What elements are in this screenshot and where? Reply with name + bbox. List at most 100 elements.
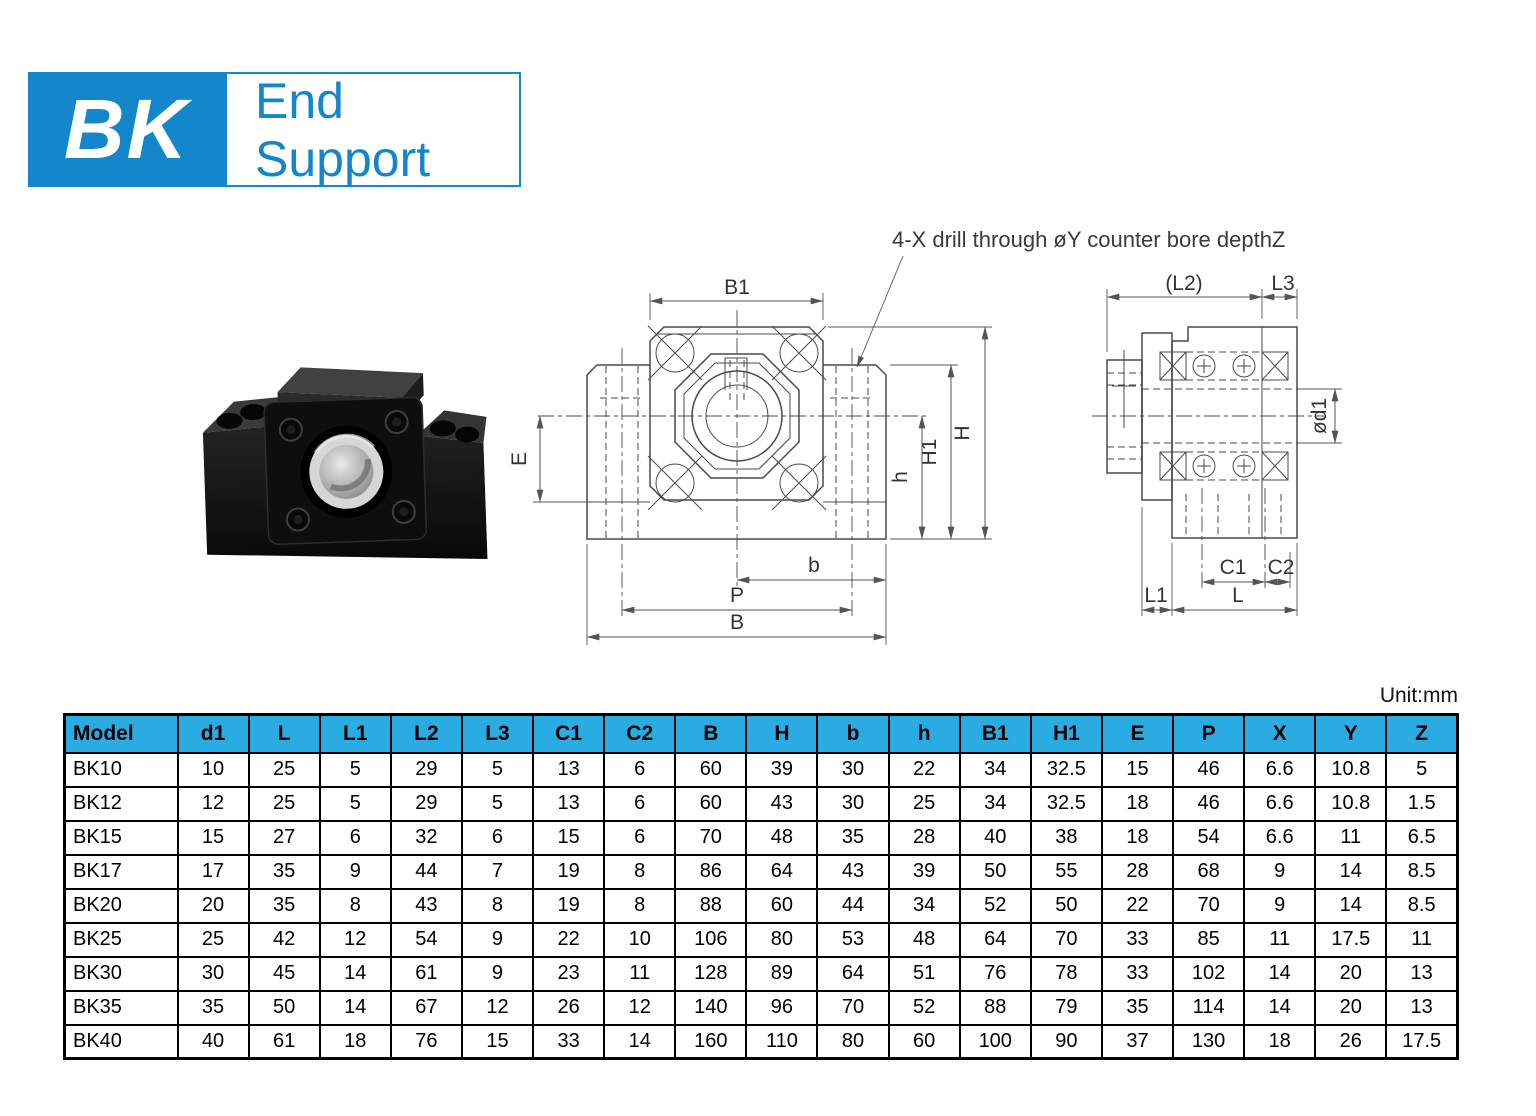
logo-code: BK [28, 72, 225, 187]
table-cell: 110 [745, 1023, 819, 1060]
table-cell: 46 [1172, 785, 1246, 822]
table-cell: 90 [1029, 1023, 1103, 1060]
table-cell: 6.6 [1243, 819, 1317, 856]
table-cell: 13 [1385, 955, 1459, 992]
table-cell: 14 [1243, 955, 1317, 992]
table-cell: 25 [247, 785, 321, 822]
table-cell: 19 [532, 887, 606, 924]
table-cell: 12 [318, 921, 392, 958]
table-cell: 43 [816, 853, 890, 890]
table-cell: 100 [958, 1023, 1032, 1060]
table-cell: 22 [887, 751, 961, 788]
table-cell: 48 [887, 921, 961, 958]
model-cell: BK17 [63, 853, 179, 890]
dim-label-l3: L3 [1271, 272, 1294, 295]
table-cell: 78 [1029, 955, 1103, 992]
table-cell: 7 [460, 853, 535, 890]
table-cell: 11 [1243, 921, 1317, 958]
table-cell: 60 [745, 887, 819, 924]
table-cell: 5 [318, 751, 392, 788]
table-cell: 43 [745, 785, 819, 822]
table-cell: 50 [958, 853, 1032, 890]
table-cell: 8 [603, 887, 677, 924]
dim-label-l1: L1 [1144, 584, 1167, 607]
table-cell: 43 [389, 887, 463, 924]
table-cell: 9 [1243, 853, 1317, 890]
table-cell: 53 [816, 921, 890, 958]
table-cell: 12 [460, 989, 535, 1026]
table-cell: 35 [1100, 989, 1175, 1026]
table-cell: 13 [532, 785, 606, 822]
table-cell: 40 [176, 1023, 250, 1060]
product-photo [202, 367, 488, 559]
column-header: X [1243, 713, 1317, 754]
column-header: C1 [532, 713, 606, 754]
table-cell: 17.5 [1385, 1023, 1459, 1060]
model-cell: BK10 [63, 751, 179, 788]
table-cell: 130 [1172, 1023, 1246, 1060]
table-cell: 64 [816, 955, 890, 992]
table-cell: 14 [603, 1023, 677, 1060]
column-header: b [816, 713, 890, 754]
table-cell: 18 [1243, 1023, 1317, 1060]
dim-label-l: L [1232, 584, 1244, 607]
column-header: E [1100, 713, 1175, 754]
table-cell: 76 [958, 955, 1032, 992]
table-cell: 25 [247, 751, 321, 788]
dim-label-e: E [508, 452, 531, 466]
model-cell: BK35 [63, 989, 179, 1026]
table-cell: 32.5 [1029, 751, 1103, 788]
table-cell: 32.5 [1029, 785, 1103, 822]
table-cell: 30 [816, 751, 890, 788]
dim-label-l2: (L2) [1165, 272, 1202, 295]
table-cell: 140 [674, 989, 748, 1026]
dim-label-b-big: B [730, 611, 744, 634]
table-cell: 70 [1029, 921, 1103, 958]
table-cell: 8 [318, 887, 392, 924]
table-cell: 34 [887, 887, 961, 924]
table-cell: 12 [176, 785, 250, 822]
table-cell: 29 [389, 751, 463, 788]
table-cell: 17.5 [1314, 921, 1388, 958]
front-view: B1 E H H1 h b P B [508, 255, 992, 645]
table-cell: 28 [887, 819, 961, 856]
drill-note-annotation: 4-X drill through øY counter bore depthZ [892, 227, 1286, 252]
column-header: B [674, 713, 748, 754]
column-header: h [887, 713, 961, 754]
table-cell: 32 [389, 819, 463, 856]
table-cell: 23 [532, 955, 606, 992]
table-cell: 80 [745, 921, 819, 958]
table-cell: 15 [460, 1023, 535, 1060]
table-cell: 8.5 [1385, 853, 1459, 890]
table-cell: 54 [389, 921, 463, 958]
table-cell: 9 [460, 955, 535, 992]
dim-label-h1: H1 [918, 439, 941, 466]
table-cell: 39 [887, 853, 961, 890]
table-cell: 39 [745, 751, 819, 788]
product-logo: BK End Support [28, 72, 521, 187]
table-cell: 102 [1172, 955, 1246, 992]
table-cell: 18 [1100, 819, 1175, 856]
column-header: Y [1314, 713, 1388, 754]
table-cell: 28 [1100, 853, 1175, 890]
dim-label-h-small: h [889, 471, 912, 483]
flange-bolt-holes [647, 325, 827, 511]
table-cell: 12 [603, 989, 677, 1026]
column-header: Model [63, 713, 179, 754]
table-cell: 18 [318, 1023, 392, 1060]
model-cell: BK30 [63, 955, 179, 992]
table-cell: 48 [745, 819, 819, 856]
table-cell: 76 [389, 1023, 463, 1060]
table-cell: 10 [176, 751, 250, 788]
table-cell: 88 [958, 989, 1032, 1026]
bearing-symbols [1159, 351, 1289, 481]
dim-label-b1-front: B1 [724, 276, 750, 299]
table-cell: 44 [389, 853, 463, 890]
table-cell: 20 [1314, 955, 1388, 992]
